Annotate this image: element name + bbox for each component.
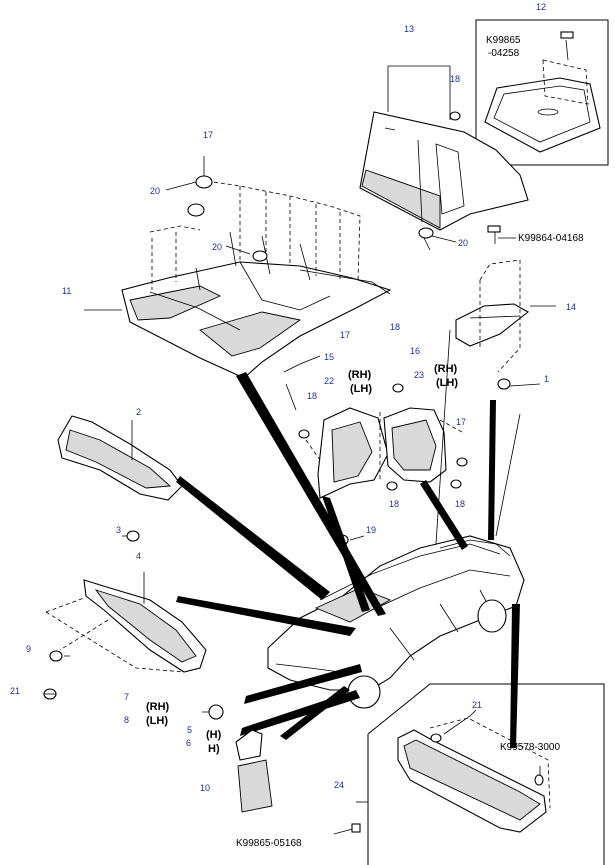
callout-17: 17 [340, 330, 350, 340]
plug-icon [208, 704, 224, 720]
part-number-k99865-04258-line2: -04258 [488, 48, 520, 59]
part-number-k99864-04168: K99864-04168 [518, 233, 584, 244]
side-label-lh: (LH) [146, 715, 168, 727]
callout-4: 4 [136, 551, 141, 561]
part-number-k99865-05168: K99865-05168 [236, 838, 302, 849]
callout-20: 20 [458, 238, 468, 248]
callout-16: 16 [410, 346, 420, 356]
callout-3: 3 [116, 525, 121, 535]
part-number-k99578-3000: K99578-3000 [500, 742, 560, 753]
dash-insulator-lower [43, 572, 207, 700]
wheel-house-trims [283, 355, 468, 546]
callout-18: 19 [366, 525, 376, 535]
callout-11: 11 [62, 286, 71, 296]
callout-19: 21 [10, 686, 20, 696]
callout-18: 18 [455, 499, 465, 509]
callout-18: 18 [307, 391, 317, 401]
side-labels: (RH) (LH) (RH) (LH) (RH) (LH) (H) H) [146, 363, 458, 755]
cap-icon [187, 203, 205, 217]
side-label-rh: (RH) [146, 701, 170, 713]
callout-14: 14 [566, 302, 576, 312]
callout-9: 9 [26, 644, 31, 654]
clip-icon [534, 774, 544, 786]
clip-icon [126, 530, 140, 542]
callout-12: 12 [536, 2, 546, 12]
side-label-lh: (LH) [436, 377, 458, 389]
clip-icon [497, 378, 511, 390]
grommet-icon [418, 227, 434, 239]
side-label-lh: (LH) [350, 383, 372, 395]
callouts: 12 13 18 17 20 20 20 11 14 17 18 15 16 2… [10, 2, 576, 793]
callout-2: 2 [136, 407, 141, 417]
plugs-and-pad [208, 704, 361, 835]
package-tray [359, 65, 529, 251]
side-label-rh: (RH) [434, 363, 458, 375]
callout-5: 5 [187, 725, 192, 735]
pointer-wedges [176, 329, 521, 748]
side-label-h-bottom: H) [208, 743, 220, 755]
clip-icon [49, 650, 63, 662]
callout-22: 22 [324, 376, 334, 386]
callout-20: 20 [150, 186, 160, 196]
callout-10: 10 [200, 783, 210, 793]
clip-icon [386, 481, 398, 491]
callout-18: 18 [389, 499, 399, 509]
callout-17: 17 [456, 417, 466, 427]
side-label-rh: (RH) [348, 369, 372, 381]
clip-icon [450, 479, 462, 489]
plug-icon [235, 729, 263, 761]
floor-carpet [84, 156, 392, 379]
side-trim [455, 225, 556, 390]
part-number-k99865-04258-line1: K99865 [486, 35, 521, 46]
callout-23: 23 [414, 370, 424, 380]
wheel-icon [477, 599, 507, 633]
wheel-icon [347, 675, 381, 709]
callout-24: 24 [334, 780, 344, 790]
callout-17: 17 [203, 130, 213, 140]
part-numbers: K99865 -04258 K99864-04168 K99578-3000 K… [236, 35, 584, 849]
cap-icon [252, 250, 268, 262]
clip-icon [449, 111, 461, 121]
inset-frame [475, 19, 609, 166]
leader-lines [44, 181, 541, 803]
clip-icon [430, 733, 442, 743]
cap-icon [195, 175, 213, 189]
screw-icon [565, 39, 569, 61]
callout-21: 21 [472, 700, 482, 710]
callout-8: 8 [124, 715, 129, 725]
callout-18: 18 [450, 74, 460, 84]
clip-icon [392, 383, 404, 393]
callout-6: 6 [186, 738, 191, 748]
callout-7: 7 [124, 692, 129, 702]
inset-trunk-mat [475, 19, 609, 166]
callout-13: 13 [404, 24, 414, 34]
car-body [267, 535, 525, 709]
callout-1: 1 [544, 374, 549, 384]
callout-20: 20 [212, 242, 222, 252]
clip-icon [298, 429, 310, 439]
pad [237, 759, 273, 813]
side-label-h-top: (H) [206, 729, 222, 741]
callout-15: 15 [324, 352, 334, 362]
callout-18: 18 [390, 322, 400, 332]
clip-icon [456, 457, 468, 467]
dash-insulator-upper [57, 415, 183, 542]
inset-scuff-plate [367, 683, 605, 865]
